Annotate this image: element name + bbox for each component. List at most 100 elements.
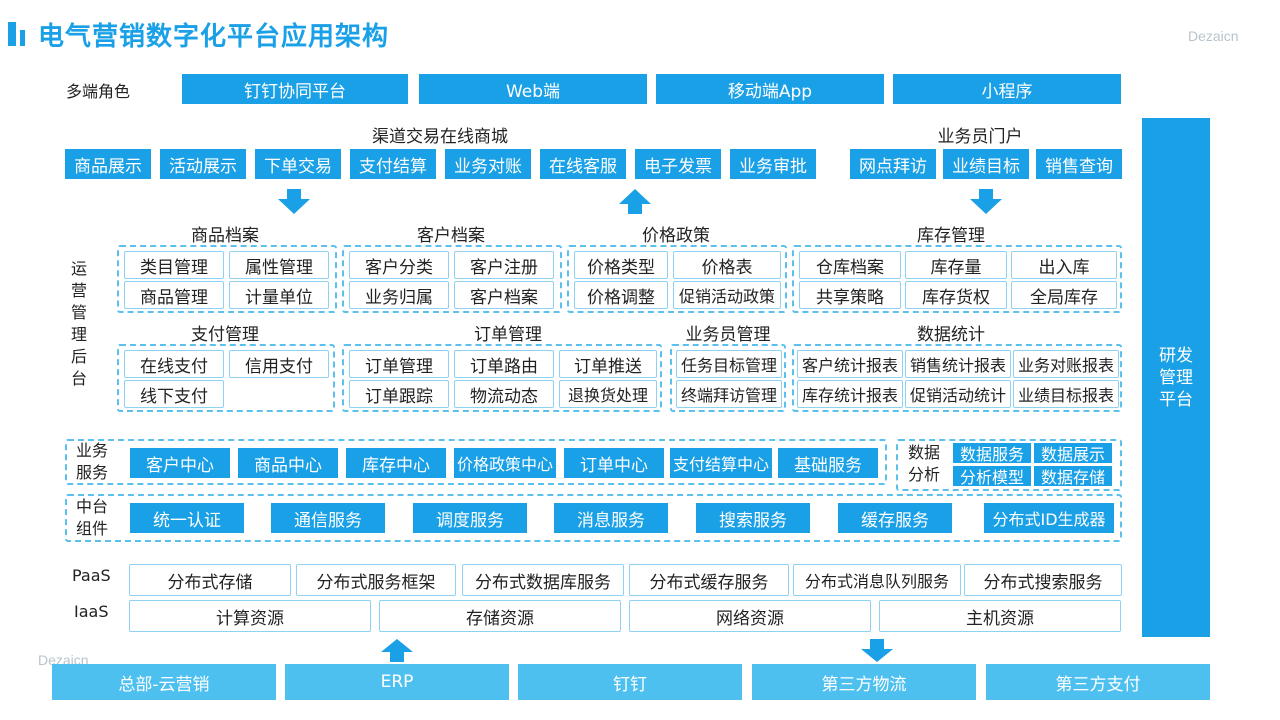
iaas-item: 网络资源 — [629, 600, 871, 632]
iaas-item: 存储资源 — [379, 600, 621, 632]
iaas-item: 主机资源 — [879, 600, 1121, 632]
paas-label: PaaS — [72, 566, 111, 585]
middle-component-item: 统一认证 — [130, 503, 244, 533]
module-item: 库存统计报表 — [797, 380, 903, 408]
ops-backend-label-text: 运营管理后台 — [70, 259, 87, 388]
module-salesman — [670, 344, 786, 412]
paas-item: 分布式服务框架 — [296, 564, 456, 596]
module-item: 全局库存 — [1011, 281, 1117, 309]
biz-service-item: 基础服务 — [778, 448, 878, 478]
middle-component-item: 搜索服务 — [696, 503, 810, 533]
terminal-mini-program: 小程序 — [893, 74, 1121, 104]
module-title-price: 价格政策 — [642, 226, 710, 246]
module-item: 类目管理 — [124, 251, 224, 279]
data-analysis-item: 数据服务 — [953, 443, 1031, 463]
module-item: 终端拜访管理 — [676, 380, 782, 408]
channel-title: 渠道交易在线商城 — [372, 127, 508, 147]
middle-component-item: 消息服务 — [554, 503, 668, 533]
module-item: 价格调整 — [574, 281, 668, 309]
paas-item: 分布式消息队列服务 — [793, 564, 961, 596]
iaas-item: 计算资源 — [129, 600, 371, 632]
terminals-label: 多端角色 — [66, 82, 131, 101]
arrow-up-icon — [381, 639, 413, 662]
module-item: 订单路由 — [454, 350, 554, 378]
external-system: ERP — [285, 664, 509, 700]
data-analysis-label-text: 数据分析 — [907, 443, 940, 484]
channel-item: 支付结算 — [350, 149, 436, 179]
biz-services-label: 业务服务 — [72, 440, 112, 484]
module-item: 促销活动政策 — [673, 281, 781, 309]
module-item: 线下支付 — [124, 380, 224, 408]
iaas-label: IaaS — [74, 602, 109, 621]
module-order — [342, 344, 662, 412]
module-item: 信用支付 — [229, 350, 329, 378]
external-system: 总部-云营销 — [52, 664, 276, 700]
channel-item: 业务对账 — [445, 149, 531, 179]
biz-service-item: 客户中心 — [130, 448, 230, 478]
arrow-down-icon — [861, 639, 893, 662]
module-item: 物流动态 — [454, 380, 554, 408]
module-item: 库存量 — [905, 251, 1007, 279]
salesman-portal-item: 网点拜访 — [850, 149, 936, 179]
arrow-down-icon — [970, 189, 1002, 214]
biz-services-label-text: 业务服务 — [75, 441, 108, 482]
external-system: 钉钉 — [518, 664, 742, 700]
module-title-salesman: 业务员管理 — [685, 325, 771, 345]
module-product — [117, 245, 337, 313]
module-item: 在线支付 — [124, 350, 224, 378]
middle-components-label-text: 中台组件 — [75, 497, 108, 538]
terminal-web: Web端 — [419, 74, 647, 104]
module-item: 属性管理 — [229, 251, 329, 279]
module-stats — [792, 344, 1122, 412]
arrow-up-icon — [619, 189, 651, 214]
channel-item: 活动展示 — [160, 149, 246, 179]
biz-service-item: 订单中心 — [564, 448, 664, 478]
module-item: 库存货权 — [905, 281, 1007, 309]
paas-item: 分布式存储 — [129, 564, 291, 596]
module-item: 仓库档案 — [799, 251, 901, 279]
module-customer — [342, 245, 562, 313]
channel-item: 在线客服 — [540, 149, 626, 179]
module-item: 业绩目标报表 — [1013, 380, 1119, 408]
module-item: 订单推送 — [559, 350, 657, 378]
arrow-down-icon — [278, 189, 310, 214]
middle-component-item: 分布式ID生成器 — [984, 503, 1114, 533]
data-analysis-item: 分析模型 — [953, 466, 1031, 486]
module-item: 商品管理 — [124, 281, 224, 309]
biz-services-container — [65, 439, 887, 485]
paas-item: 分布式缓存服务 — [629, 564, 789, 596]
module-item: 共享策略 — [799, 281, 901, 309]
salesman-portal-item: 业绩目标 — [943, 149, 1029, 179]
biz-service-item: 库存中心 — [346, 448, 446, 478]
module-item: 出入库 — [1011, 251, 1117, 279]
salesman-portal-item: 销售查询 — [1036, 149, 1122, 179]
biz-service-item: 商品中心 — [238, 448, 338, 478]
brand-watermark-top: Dezaicn — [1188, 28, 1239, 44]
module-title-order: 订单管理 — [474, 325, 542, 345]
salesman-portal-title: 业务员门户 — [937, 127, 1023, 147]
paas-item: 分布式数据库服务 — [462, 564, 624, 596]
middle-component-item: 缓存服务 — [838, 503, 952, 533]
module-item: 销售统计报表 — [905, 350, 1011, 378]
page-title: 电气营销数字化平台应用架构 — [38, 22, 390, 52]
module-title-inventory: 库存管理 — [917, 226, 985, 246]
title-accent-bar — [8, 22, 16, 46]
module-item: 客户档案 — [454, 281, 554, 309]
external-system: 第三方支付 — [986, 664, 1210, 700]
data-analysis-label: 数据分析 — [902, 442, 946, 486]
middle-component-item: 调度服务 — [413, 503, 527, 533]
data-analysis-item: 数据展示 — [1034, 443, 1112, 463]
channel-item: 电子发票 — [635, 149, 721, 179]
module-price — [567, 245, 787, 313]
module-payment — [117, 344, 335, 412]
data-analysis-item: 数据存储 — [1034, 466, 1112, 486]
module-item: 价格类型 — [574, 251, 668, 279]
module-item: 促销活动统计 — [905, 380, 1011, 408]
module-title-payment: 支付管理 — [191, 325, 259, 345]
module-item: 价格表 — [673, 251, 781, 279]
biz-service-item: 价格政策中心 — [454, 448, 556, 478]
module-inventory — [792, 245, 1122, 313]
title-accent-bar-small — [20, 30, 25, 46]
middle-components-label: 中台组件 — [72, 496, 112, 540]
module-item: 客户分类 — [349, 251, 449, 279]
